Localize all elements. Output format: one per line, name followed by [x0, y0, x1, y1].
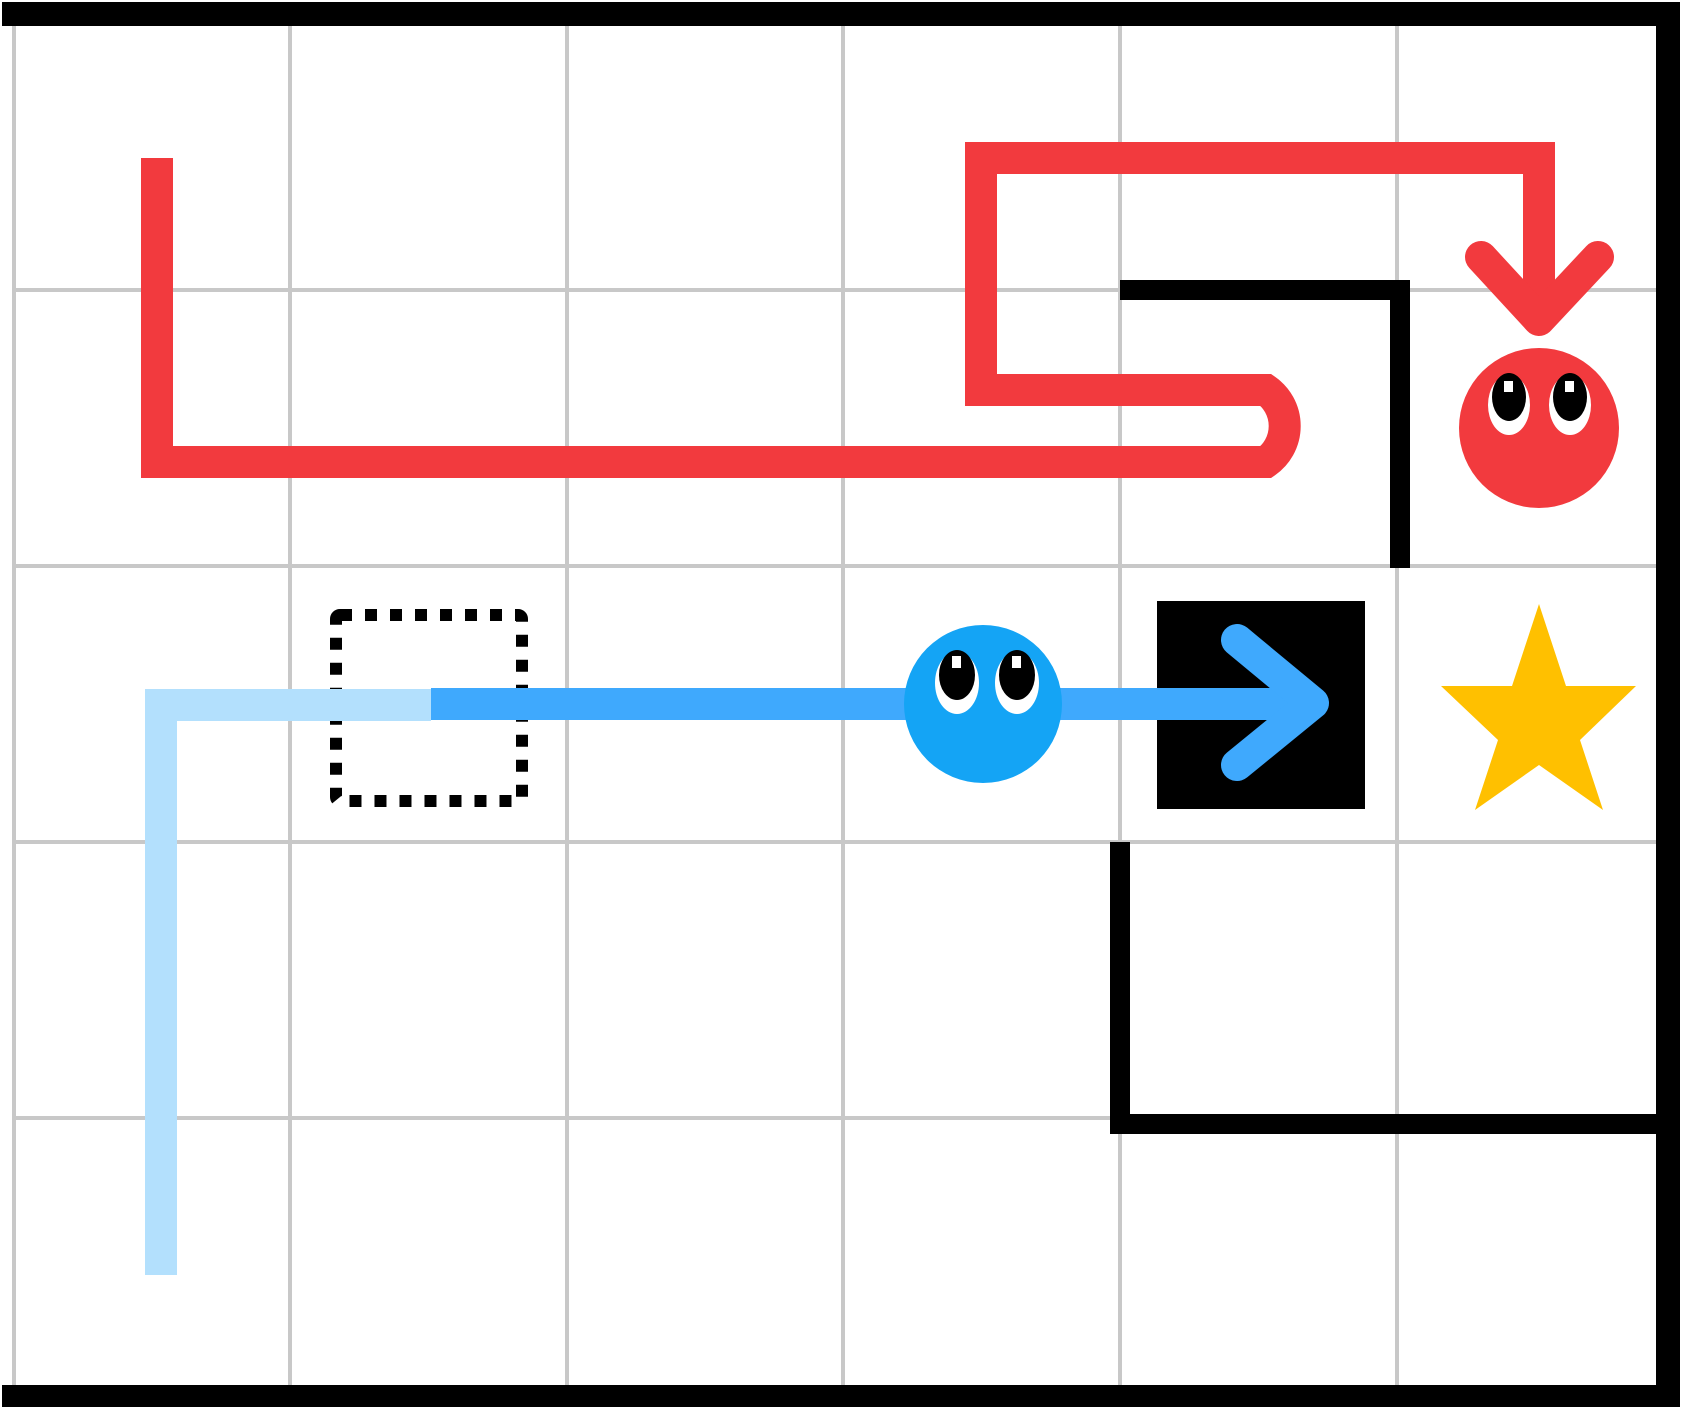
inner-walls [1110, 280, 1670, 1134]
blue-character-pupil-left [939, 650, 975, 700]
goal-star-icon [1441, 604, 1636, 810]
blue-path-arrowhead [1221, 624, 1329, 781]
grid-lines [12, 14, 1668, 1398]
blue-path-traveled [145, 689, 431, 1275]
blue-character-glint-left [952, 656, 961, 668]
red-character-pupil-right [1553, 373, 1587, 421]
wall-segment-upper [1120, 280, 1410, 568]
dotted-target-square [330, 609, 528, 807]
red-character [1459, 348, 1619, 508]
red-character-glint-right [1565, 381, 1574, 392]
blue-character-body [904, 625, 1062, 783]
red-path [141, 142, 1555, 478]
blue-character-pupil-right [999, 650, 1035, 700]
red-character-pupil-left [1492, 373, 1526, 421]
blue-character-glint-right [1012, 656, 1021, 668]
blue-character [904, 625, 1062, 783]
wall-segment-lower [1110, 842, 1670, 1134]
red-character-body [1459, 348, 1619, 508]
red-path-arrowhead [1465, 241, 1614, 336]
red-character-glint-left [1504, 381, 1513, 392]
